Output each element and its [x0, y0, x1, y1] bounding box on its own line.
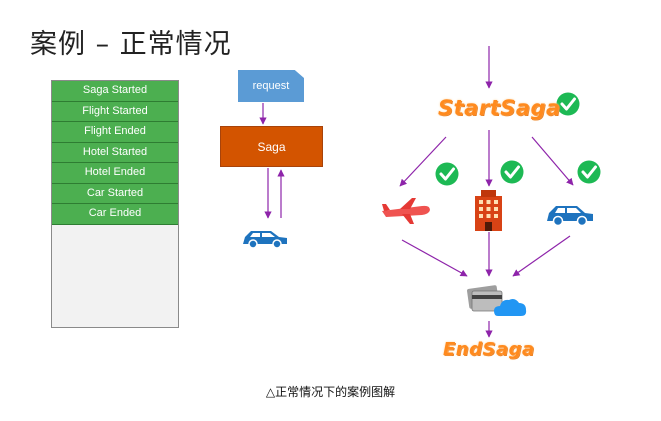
- log-entry: Car Ended: [52, 204, 178, 225]
- saga-log: Saga Started Flight Started Flight Ended…: [51, 80, 179, 328]
- arrow-plane-to-end: [401, 239, 468, 277]
- hotel-icon: [475, 190, 502, 231]
- start-saga-label: StartSaga: [438, 96, 561, 120]
- check-icon: [577, 160, 601, 184]
- log-entry: Hotel Started: [52, 142, 178, 163]
- log-entry: Flight Ended: [52, 122, 178, 143]
- figure-caption: △正常情况下的案例图解: [265, 385, 396, 399]
- log-entry: Hotel Ended: [52, 163, 178, 184]
- check-icon: [556, 92, 580, 116]
- check-icon: [500, 160, 524, 184]
- request-node: request: [238, 70, 304, 102]
- plane-icon: [382, 198, 430, 224]
- log-entry: Flight Started: [52, 101, 178, 122]
- cloud-icon: [494, 299, 527, 316]
- arrow-start-to-car: [531, 136, 574, 186]
- car-icon: [547, 206, 593, 227]
- credit-card-icon: [467, 285, 503, 312]
- arrow-start-to-plane: [399, 136, 447, 187]
- check-icon: [435, 162, 459, 186]
- arrow-car-to-end: [512, 235, 571, 277]
- end-saga-label: EndSaga: [443, 339, 535, 360]
- log-entry: Saga Started: [52, 81, 178, 102]
- saga-node: Saga: [220, 126, 323, 167]
- log-entry: Car Started: [52, 183, 178, 204]
- page-title: 案例 – 正常情况: [30, 29, 232, 60]
- car-icon: [243, 231, 287, 249]
